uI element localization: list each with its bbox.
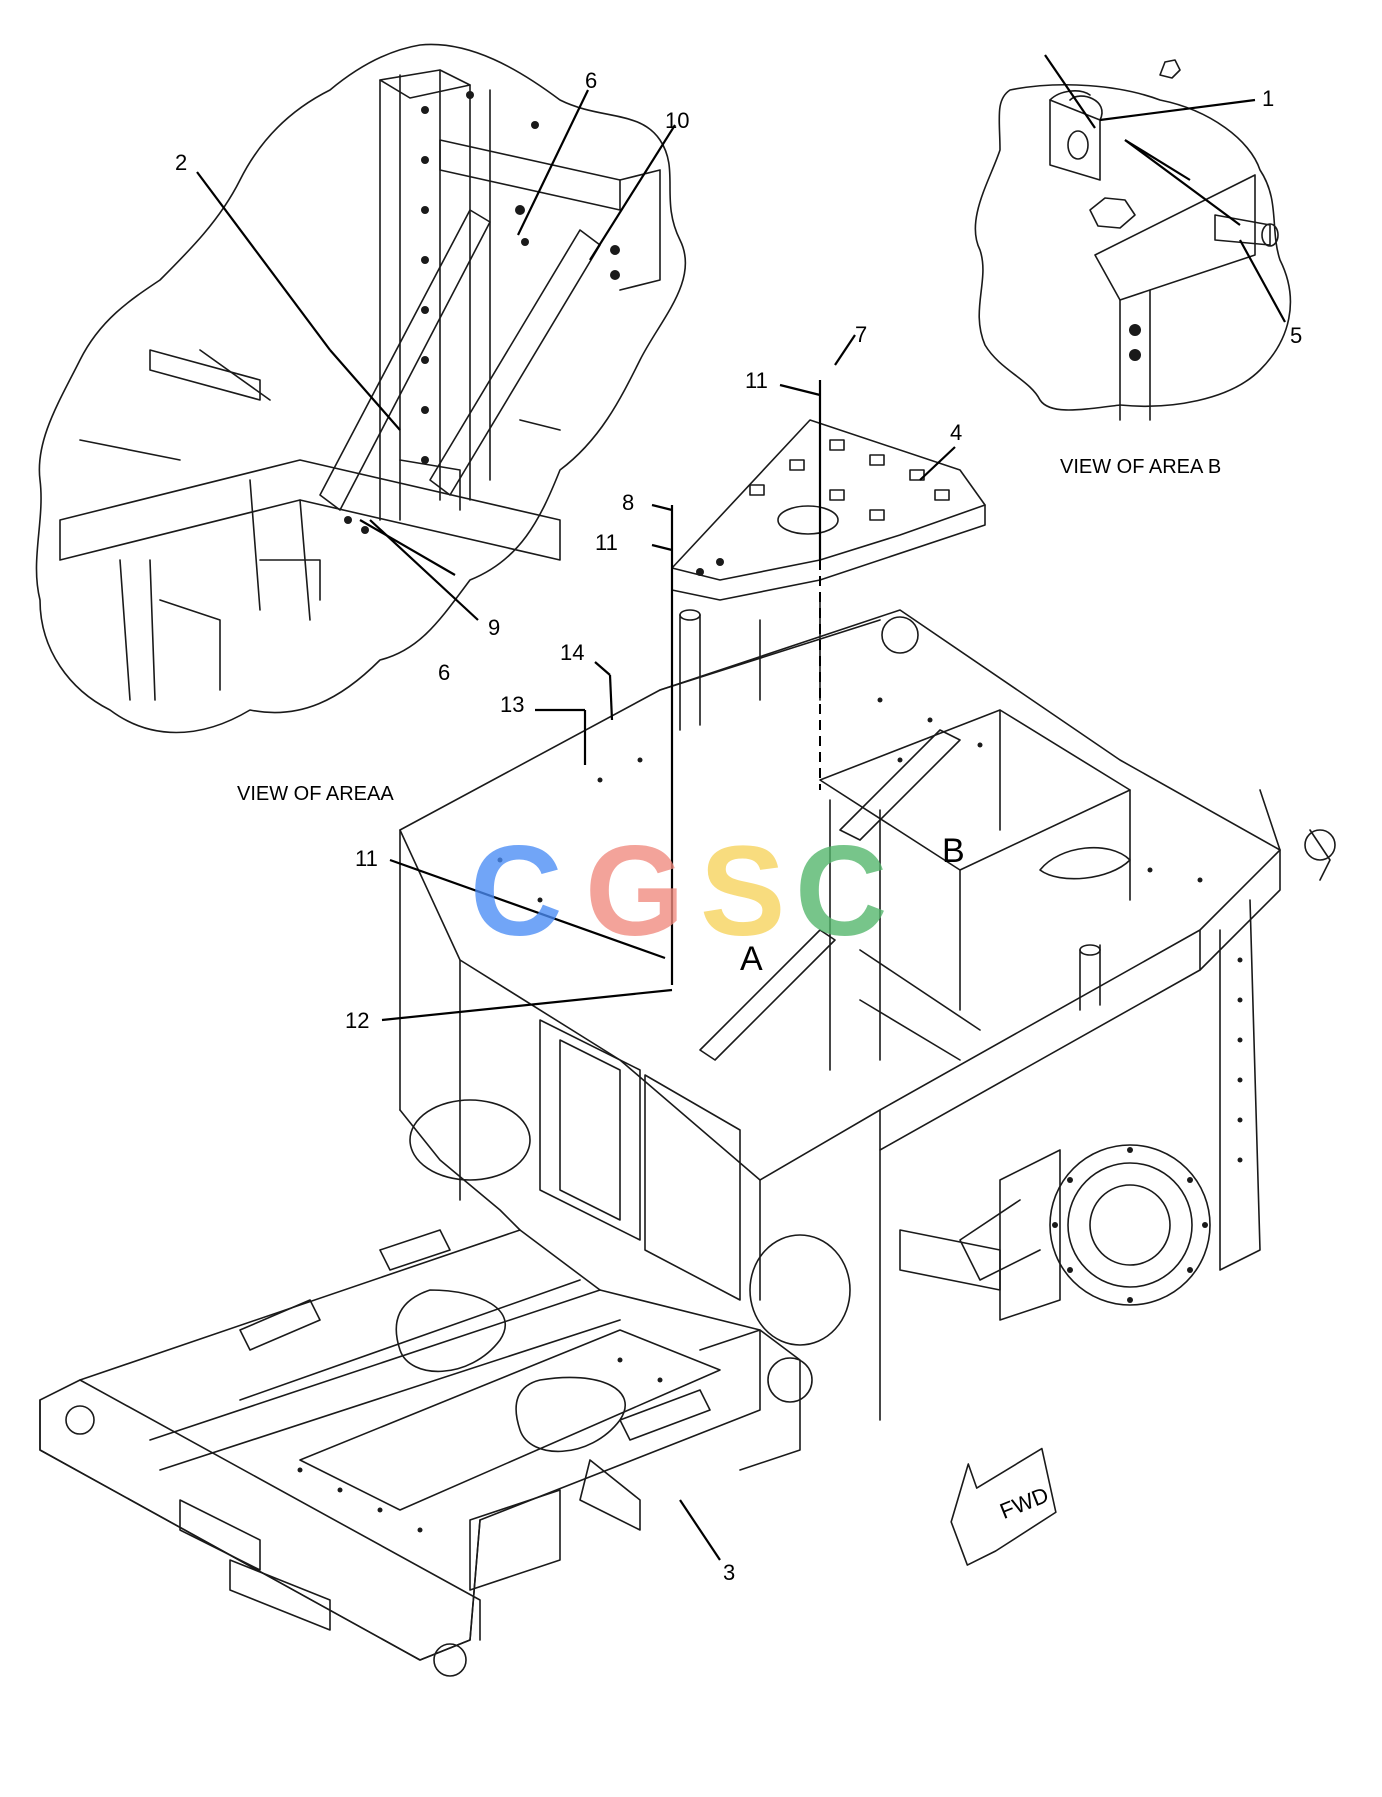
labels: A B VIEW OF AREAA VIEW OF AREA B bbox=[237, 456, 1221, 978]
callout-numbers: 1 5 2 6 10 9 6 7 11 4 8 11 14 13 11 12 3 bbox=[175, 68, 1302, 1585]
callout-11-top: 11 bbox=[745, 368, 768, 393]
callout-1: 1 bbox=[1262, 86, 1274, 111]
main-frame-assembly bbox=[39, 419, 1336, 1677]
callout-11-low: 11 bbox=[355, 846, 378, 871]
callout-10: 10 bbox=[665, 108, 689, 133]
leader-lines bbox=[196, 54, 1286, 1561]
callout-6-bottom: 6 bbox=[438, 660, 450, 685]
detail-view-area-b bbox=[974, 59, 1292, 421]
callout-6-top: 6 bbox=[585, 68, 597, 93]
fwd-arrow: FWD bbox=[950, 1447, 1057, 1566]
callout-5: 5 bbox=[1290, 323, 1302, 348]
callout-7: 7 bbox=[855, 322, 867, 347]
watermark-letter-c1: C bbox=[470, 820, 562, 963]
callout-14: 14 bbox=[560, 640, 584, 665]
watermark-letter-c2: C bbox=[795, 820, 887, 963]
watermark-letter-g: G bbox=[585, 820, 685, 963]
callout-2: 2 bbox=[175, 150, 187, 175]
caption-view-area-a: VIEW OF AREAA bbox=[237, 783, 394, 805]
watermark-letter-s: S bbox=[700, 820, 785, 963]
callout-12: 12 bbox=[345, 1008, 369, 1033]
callout-11-mid: 11 bbox=[595, 530, 618, 555]
area-label-b: B bbox=[942, 832, 965, 870]
caption-view-area-b: VIEW OF AREA B bbox=[1060, 456, 1221, 478]
watermark: C G S C bbox=[470, 820, 887, 963]
area-label-a: A bbox=[740, 940, 763, 978]
callout-4: 4 bbox=[950, 420, 962, 445]
callout-3: 3 bbox=[723, 1560, 735, 1585]
detail-view-area-a bbox=[35, 43, 687, 734]
callout-13: 13 bbox=[500, 692, 524, 717]
callout-9: 9 bbox=[488, 615, 500, 640]
callout-8: 8 bbox=[622, 490, 634, 515]
